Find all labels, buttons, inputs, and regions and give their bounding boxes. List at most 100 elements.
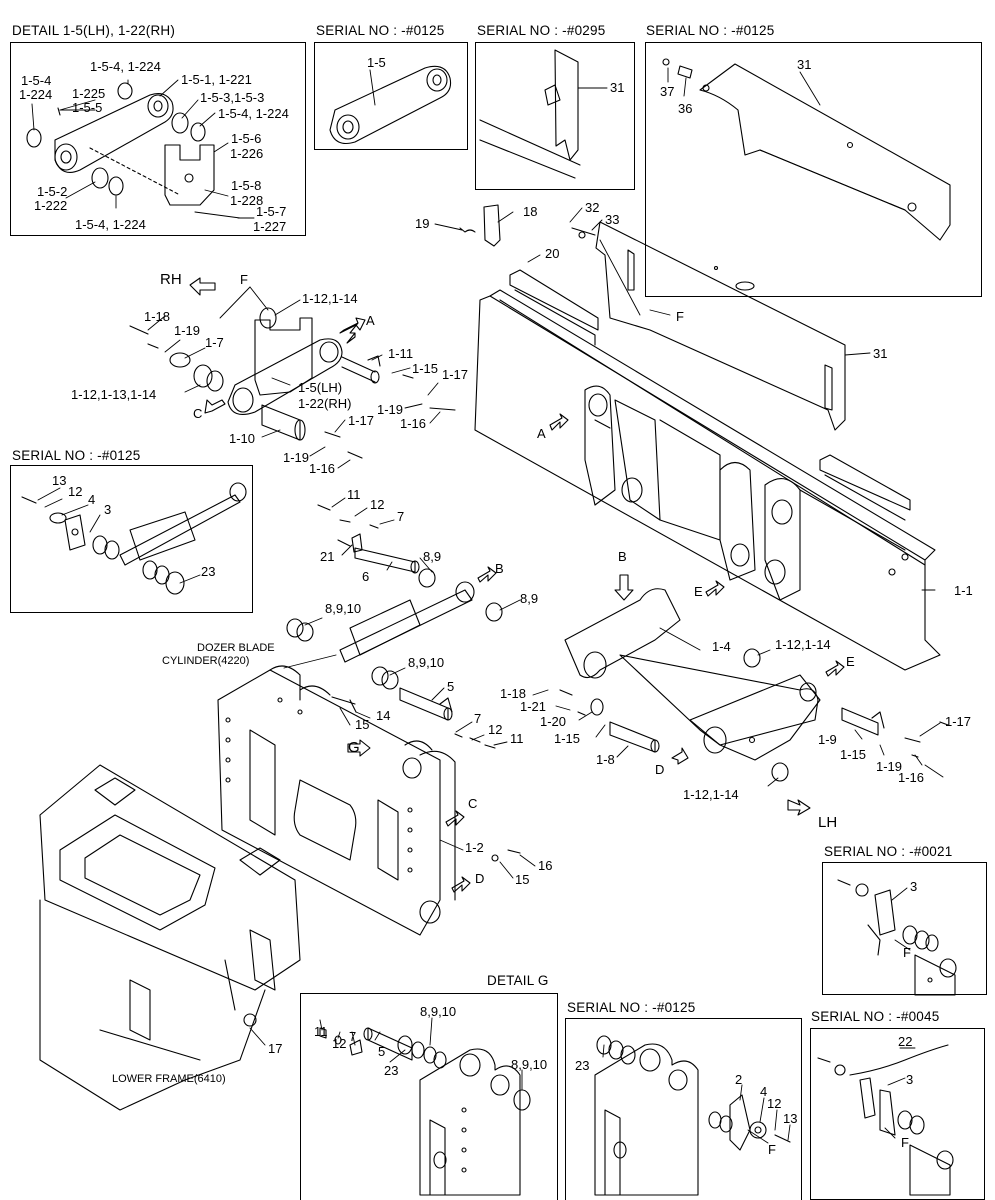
part-label: 5: [447, 679, 455, 694]
part-label: 18: [523, 204, 538, 219]
serial-0125-guard-plate-drawing: [662, 58, 951, 241]
part-label: 1-5-1, 1-221: [181, 72, 252, 87]
part-label: 12: [68, 484, 83, 499]
serial-0125-cylinder-drawing: [21, 482, 247, 595]
serial-0021-box: [822, 862, 987, 995]
part-label: 3: [906, 1072, 914, 1087]
part-label: 1-9: [818, 732, 837, 747]
part-label: 1-17: [442, 367, 469, 382]
part-label: 1-5-4, 1-224: [75, 217, 146, 232]
part-label: 1-16: [309, 461, 336, 476]
dozer-blade-frame-drawing: [474, 269, 941, 671]
part-label: 1-22(RH): [298, 396, 352, 411]
serial-0045-drawing: [817, 1044, 954, 1196]
part-label: 4: [760, 1084, 768, 1099]
part-label: 1-11: [388, 346, 414, 361]
serial-0045-title: SERIAL NO : -#0045: [811, 1009, 940, 1024]
part-label: 1-5-4: [21, 73, 52, 88]
part-label: 31: [610, 80, 625, 95]
part-label: 1-20: [540, 714, 567, 729]
dozer-cylinder-and-pins-drawing: [286, 504, 503, 749]
part-label: A: [537, 426, 546, 441]
part-label: B: [495, 561, 504, 576]
serial-0125-cylinder-box: [10, 465, 253, 613]
part-label: 31: [797, 57, 812, 72]
part-label: 1-5-7: [256, 204, 287, 219]
part-label: B: [618, 549, 627, 564]
part-label: E: [694, 584, 703, 599]
part-label: 37: [660, 84, 675, 99]
serial-0125-cylinder-title: SERIAL NO : -#0125: [12, 448, 141, 463]
part-label: 1-12,1-14: [302, 291, 358, 306]
part-label: 20: [545, 246, 560, 261]
part-label: 1-5-4, 1-224: [218, 106, 289, 121]
part-label: 3: [910, 879, 918, 894]
part-label: 1-5-6: [231, 131, 262, 146]
mounting-frame-drawing: [217, 665, 521, 936]
detail-g-title: DETAIL G: [487, 973, 549, 988]
serial-0045-box: [810, 1028, 985, 1200]
lh-direction-label: LH: [818, 814, 838, 831]
part-label: 1-18: [500, 686, 527, 701]
part-label: 1-12,1-13,1-14: [71, 387, 157, 402]
part-label: 11: [510, 731, 524, 746]
part-label: 1-4: [712, 639, 731, 654]
part-label: 1-17: [945, 714, 972, 729]
part-label: 19: [415, 216, 430, 231]
part-label: D: [655, 762, 665, 777]
part-label: 1-5: [367, 55, 386, 70]
part-label: 1-19: [377, 402, 404, 417]
part-label: 1-5-2: [37, 184, 68, 199]
part-label: 1-7: [205, 335, 224, 350]
serial-0125-link-drawing: [329, 65, 452, 145]
part-label: 1-21: [520, 699, 547, 714]
part-label: 22: [898, 1034, 913, 1049]
part-label: 1-1: [954, 583, 973, 598]
part-label: 1-17: [348, 413, 375, 428]
part-label: 11: [347, 487, 361, 502]
part-label: 1-224: [19, 87, 53, 102]
part-label: 1-227: [253, 219, 287, 234]
detail-1-5-title: DETAIL 1-5(LH), 1-22(RH): [12, 23, 176, 38]
part-label: 1-222: [34, 198, 68, 213]
part-label: 12: [767, 1096, 782, 1111]
part-label: 5: [378, 1044, 386, 1059]
part-label: 1-15: [412, 361, 439, 376]
part-label: E: [846, 654, 855, 669]
part-label: 33: [605, 212, 620, 227]
part-label: 1-16: [898, 770, 925, 785]
dozer-cylinder-caption-line2: CYLINDER(4220): [162, 655, 250, 667]
serial-0021-drawing: [837, 879, 957, 996]
part-label: 8,9,10: [420, 1004, 457, 1019]
lower-frame-caption: LOWER FRAME(6410): [112, 1073, 226, 1085]
detail-g-drawing: [319, 1027, 531, 1196]
part-label: 15: [355, 717, 370, 732]
lower-frame-drawing: [39, 764, 301, 1111]
part-label: 13: [52, 473, 67, 488]
part-label: 23: [201, 564, 216, 579]
part-label: 3: [104, 502, 112, 517]
detail-g-box: [300, 993, 558, 1200]
serial-0295-plate-drawing: [479, 49, 581, 179]
part-label: F: [676, 309, 684, 324]
part-label: 1-225: [72, 86, 106, 101]
part-label: 7: [397, 509, 405, 524]
part-label: C: [468, 796, 478, 811]
direction-arrows: [189, 277, 845, 893]
part-label: 1-5-3,1-5-3: [200, 90, 265, 105]
part-label: 12: [332, 1036, 347, 1051]
part-label: 23: [575, 1058, 590, 1073]
part-label: 17: [268, 1041, 283, 1056]
part-label: 1-5-8: [231, 178, 262, 193]
part-label: 1-5-4, 1-224: [90, 59, 161, 74]
part-label: 1-19: [876, 759, 903, 774]
serial-0295-title: SERIAL NO : -#0295: [477, 23, 606, 38]
rh-direction-label: RH: [160, 271, 182, 288]
part-label: 23: [384, 1063, 399, 1078]
callout-leader-lines: [31, 67, 944, 1144]
part-label: 13: [783, 1111, 798, 1126]
detail-1-5-box: [10, 42, 306, 236]
part-label: 2: [735, 1072, 743, 1087]
